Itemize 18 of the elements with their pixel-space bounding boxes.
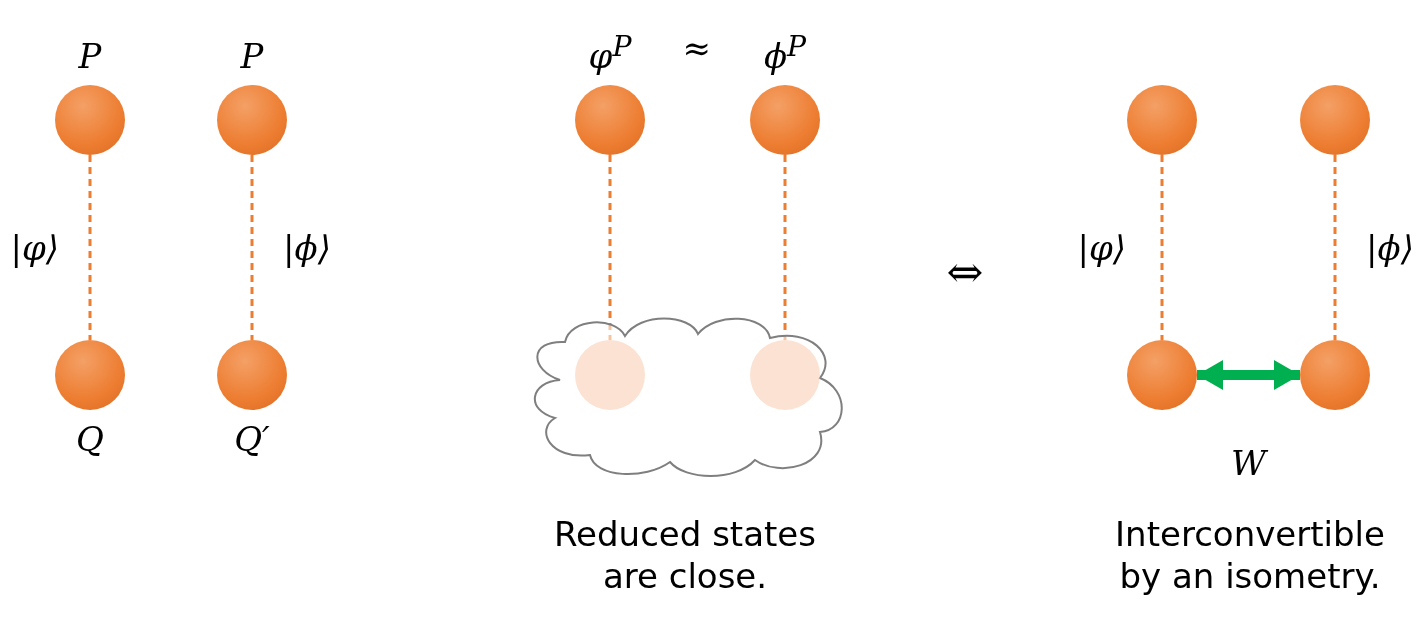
double-arrow <box>1197 360 1300 390</box>
node-label: Q <box>76 422 104 456</box>
node-label: ϕ$^{P}$ <box>763 33 807 74</box>
dashed-line <box>783 155 787 340</box>
math-symbol: ≈ <box>682 31 711 65</box>
dashed-line <box>88 155 92 340</box>
edge-label: W <box>1231 446 1266 480</box>
caption-text: Interconvertible by an isometry. <box>1114 512 1386 598</box>
node-label: P <box>78 39 102 73</box>
node-label: Q′ <box>234 422 270 456</box>
dashed-line <box>250 155 254 340</box>
math-symbol: ⇔ <box>946 250 984 294</box>
dashed-line <box>1160 155 1164 340</box>
node-label: P <box>240 39 264 73</box>
dashed-line <box>1333 155 1337 340</box>
dashed-line <box>608 155 612 340</box>
node-label: φ$^{P}$ <box>588 33 632 74</box>
caption-text: Reduced states are close. <box>553 512 817 598</box>
